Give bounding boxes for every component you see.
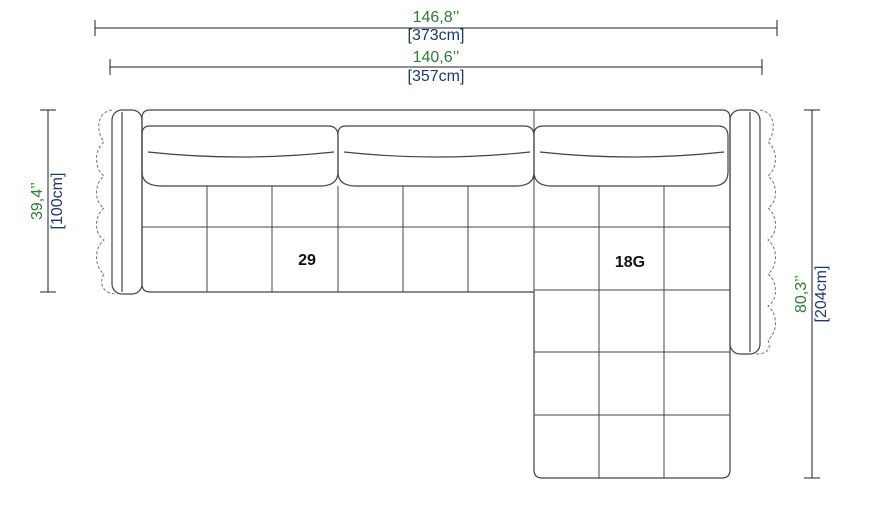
overall-width-cm: [373cm]	[408, 27, 465, 44]
left-armrest	[96, 109, 143, 295]
overall-width-dimension: 146,8’’ [373cm]	[94, 9, 778, 44]
right-armrest	[729, 109, 776, 355]
depth-dimension: 39,4’’ [100cm]	[29, 109, 66, 293]
depth-cm: [100cm]	[49, 173, 66, 230]
seat-grid	[142, 110, 730, 478]
overall-width-inches: 146,8’’	[413, 9, 460, 26]
back-cushions	[141, 125, 729, 187]
sectional-outline	[141, 109, 731, 479]
inner-width-dimension: 140,6’’ [357cm]	[109, 49, 763, 85]
depth-inches: 39,4’’	[29, 182, 46, 220]
chaise-depth-cm: [204cm]	[813, 266, 830, 323]
inner-width-inches: 140,6’’	[413, 49, 460, 66]
module-label-chaise: 18G	[615, 254, 645, 271]
chaise-depth-dimension: 80,3’’ [204cm]	[793, 109, 830, 479]
chaise-depth-inches: 80,3’’	[793, 275, 810, 313]
inner-width-cm: [357cm]	[408, 68, 465, 85]
module-label-sofa: 29	[298, 252, 316, 269]
